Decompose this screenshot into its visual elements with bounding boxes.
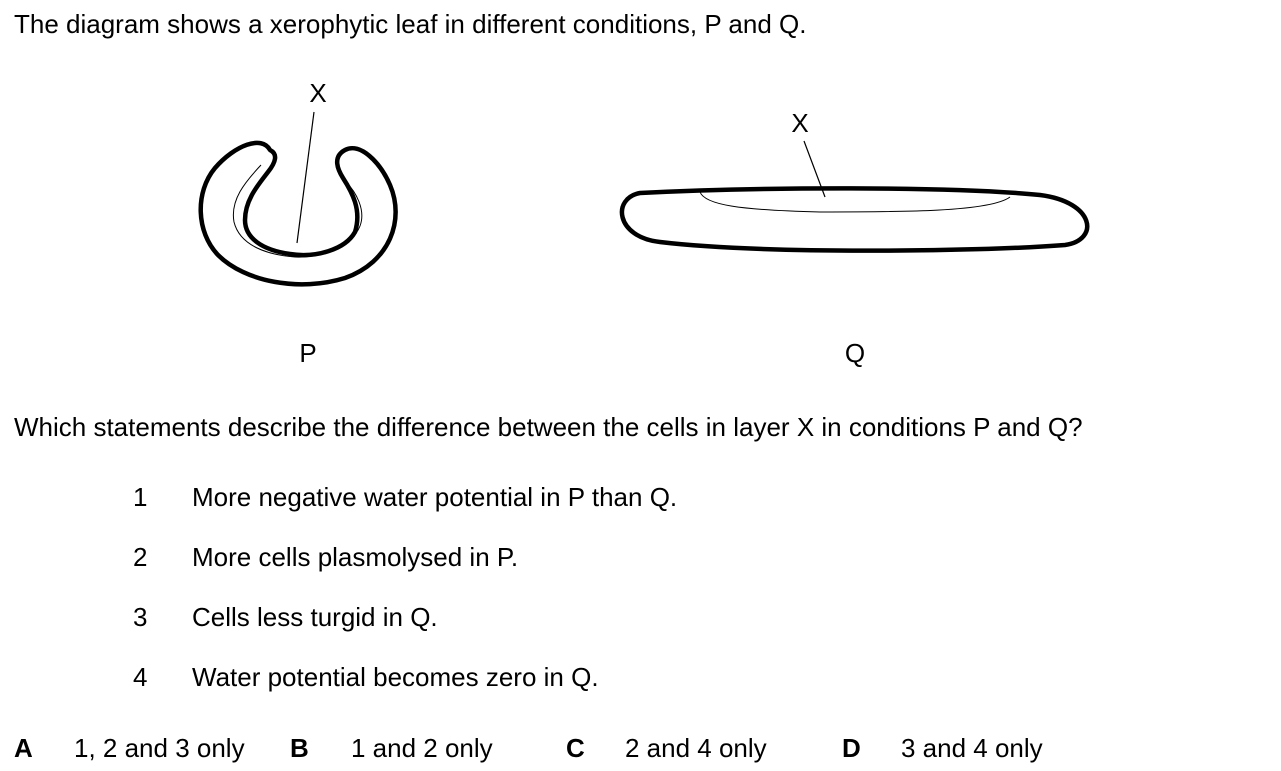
statement-number: 3 xyxy=(133,602,148,632)
statement-text: More cells plasmolysed in P. xyxy=(192,542,519,572)
leaf-q-outline xyxy=(619,186,1090,253)
option-letter: B xyxy=(290,733,309,763)
option-letter: D xyxy=(842,733,861,763)
statement-text: Water potential becomes zero in Q. xyxy=(192,662,599,692)
leaf-p-outline xyxy=(198,140,398,287)
option-text: 1, 2 and 3 only xyxy=(74,733,245,763)
option-text: 2 and 4 only xyxy=(625,733,767,763)
leaf-diagram: X X P Q xyxy=(198,78,1090,368)
option-text: 3 and 4 only xyxy=(901,733,1043,763)
statement-text: Cells less turgid in Q. xyxy=(192,602,438,632)
question-prompt: Which statements describe the difference… xyxy=(14,412,1083,442)
leaf-q-pointer-line xyxy=(803,140,826,198)
option-text: 1 and 2 only xyxy=(351,733,493,763)
option-letter: C xyxy=(566,733,585,763)
leaf-q-layer-x xyxy=(699,191,1011,213)
leaf-q-x-label: X xyxy=(791,108,808,138)
leaf-p-pointer-line xyxy=(296,111,315,244)
leaf-p-layer-x xyxy=(232,164,363,258)
statement-number: 1 xyxy=(133,482,148,512)
leaf-p-caption: P xyxy=(299,338,316,368)
statement-number: 4 xyxy=(133,662,148,692)
leaf-q-caption: Q xyxy=(845,338,865,368)
option-letter: A xyxy=(14,733,33,763)
statement-number: 2 xyxy=(133,542,148,572)
statement-text: More negative water potential in P than … xyxy=(192,482,678,512)
leaf-p-x-label: X xyxy=(309,78,326,108)
intro-text: The diagram shows a xerophytic leaf in d… xyxy=(14,9,807,39)
